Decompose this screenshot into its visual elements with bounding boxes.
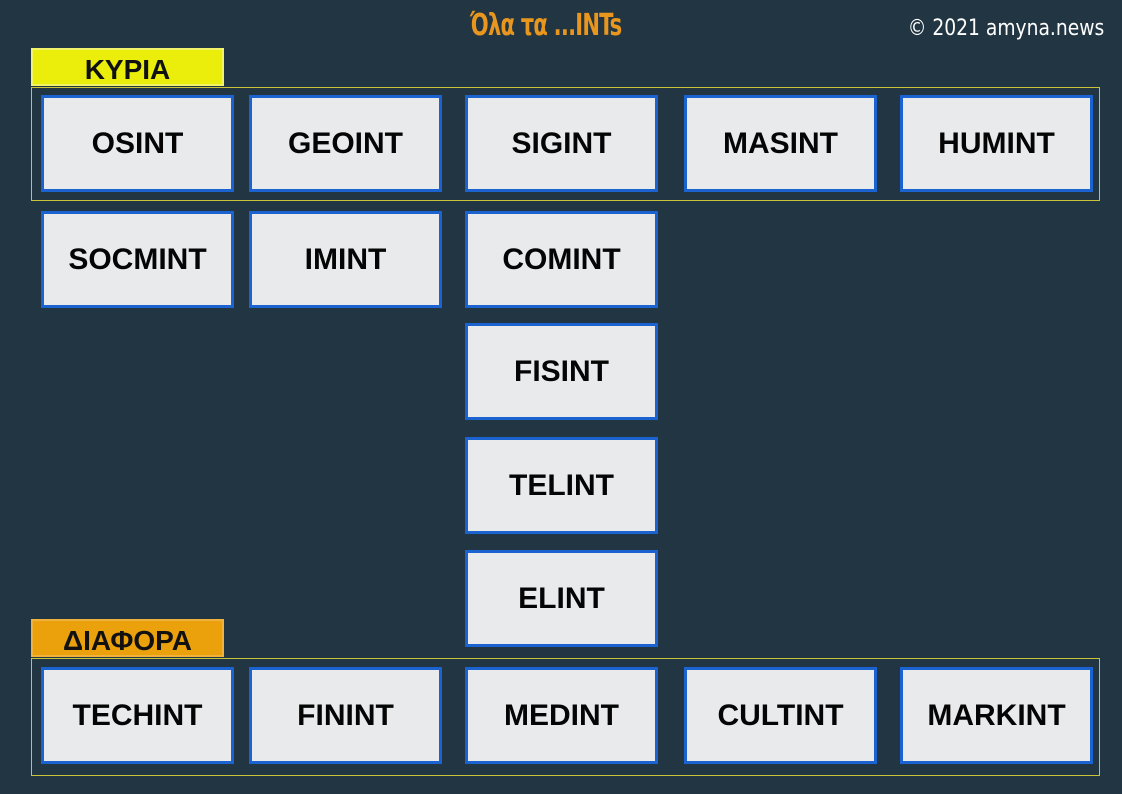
int-box-socmint: SOCMINT [41,211,234,308]
int-box-comint: COMINT [465,211,658,308]
int-box-telint: TELINT [465,437,658,534]
int-box-fisint: FISINT [465,323,658,420]
int-box-geoint: GEOINT [249,95,442,192]
copyright: © 2021 amyna.news [907,16,1104,41]
int-box-masint: MASINT [684,95,877,192]
int-box-markint: MARKINT [900,667,1093,764]
int-box-sigint: SIGINT [465,95,658,192]
int-box-cultint: CULTINT [684,667,877,764]
int-box-humint: HUMINT [900,95,1093,192]
int-box-medint: MEDINT [465,667,658,764]
page-title: Όλα τα ...INTs [470,8,622,43]
int-box-osint: OSINT [41,95,234,192]
group-label-misc: ΔΙΑΦΟΡΑ [31,619,224,657]
int-box-finint: FININT [249,667,442,764]
group-frame-main [31,87,1100,201]
int-box-imint: IMINT [249,211,442,308]
int-box-elint: ELINT [465,550,658,647]
group-label-main: ΚΥΡΙΑ [31,48,224,86]
int-box-techint: TECHINT [41,667,234,764]
group-frame-misc [31,658,1100,776]
